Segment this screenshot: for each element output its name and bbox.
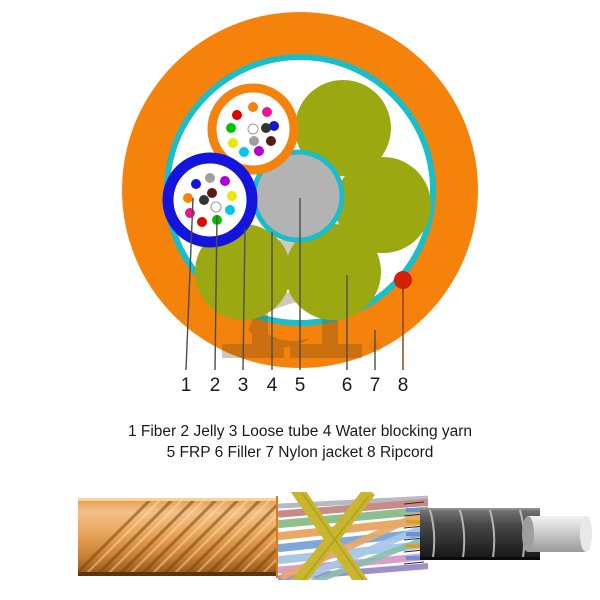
fiber <box>205 173 215 183</box>
ripcord-marker <box>394 271 412 289</box>
filler-bottom-right <box>285 224 381 320</box>
legend: 1 Fiber 2 Jelly 3 Loose tube 4 Water blo… <box>128 423 472 461</box>
fiber <box>207 188 217 198</box>
loose-tube-orange-assembly <box>207 83 299 175</box>
leader-lines <box>185 197 404 371</box>
fiber <box>228 138 238 148</box>
fiber <box>191 179 201 189</box>
cable-cross-section-diagram: ® <box>122 12 478 461</box>
fiber <box>210 201 222 213</box>
fiber <box>199 195 209 205</box>
legend-line-2: 5 FRP 6 Filler 7 Nylon jacket 8 Ripcord <box>167 444 434 461</box>
filler-right <box>335 157 431 253</box>
leader-line-1 <box>185 197 194 371</box>
callout-number-6: 6 <box>342 375 353 396</box>
filler-bottom-left <box>195 224 291 320</box>
fiber-cluster-orange-tube <box>226 102 279 157</box>
legend-line-1: 1 Fiber 2 Jelly 3 Loose tube 4 Water blo… <box>128 423 472 440</box>
fiber <box>269 121 279 131</box>
fiber <box>220 176 230 186</box>
fiber <box>197 217 207 227</box>
leader-line-3 <box>242 227 246 371</box>
callout-number-4: 4 <box>267 375 278 396</box>
fiber <box>261 123 271 133</box>
callout-number-2: 2 <box>210 375 221 396</box>
cable-photograph <box>78 492 592 580</box>
fiber <box>249 136 259 146</box>
fiber <box>226 123 236 133</box>
fiber <box>225 205 235 215</box>
fiber <box>239 147 249 157</box>
fiber <box>232 110 242 120</box>
callout-number-3: 3 <box>238 375 249 396</box>
fiber <box>183 193 193 203</box>
callout-numbers: 1 2 3 4 5 6 7 8 <box>181 375 409 396</box>
fiber <box>248 102 258 112</box>
callout-number-7: 7 <box>370 375 381 396</box>
fiber <box>185 208 195 218</box>
leader-line-2 <box>214 214 218 371</box>
filler-top-right <box>295 80 391 176</box>
svg-text:®: ® <box>370 339 382 356</box>
fiber <box>266 136 276 146</box>
callout-number-1: 1 <box>181 375 192 396</box>
fiber <box>262 107 272 117</box>
callout-number-5: 5 <box>295 375 306 396</box>
fiber <box>254 146 264 156</box>
fiber-cluster-blue-tube <box>183 173 237 227</box>
loose-tube-blue-assembly <box>162 152 258 248</box>
photo-armor-section <box>420 508 540 560</box>
photo-strength-member-tip <box>522 516 592 552</box>
fiber <box>227 191 237 201</box>
fiber <box>247 123 259 135</box>
callout-number-8: 8 <box>398 375 409 396</box>
photo-loose-tube-bundle <box>278 492 428 580</box>
